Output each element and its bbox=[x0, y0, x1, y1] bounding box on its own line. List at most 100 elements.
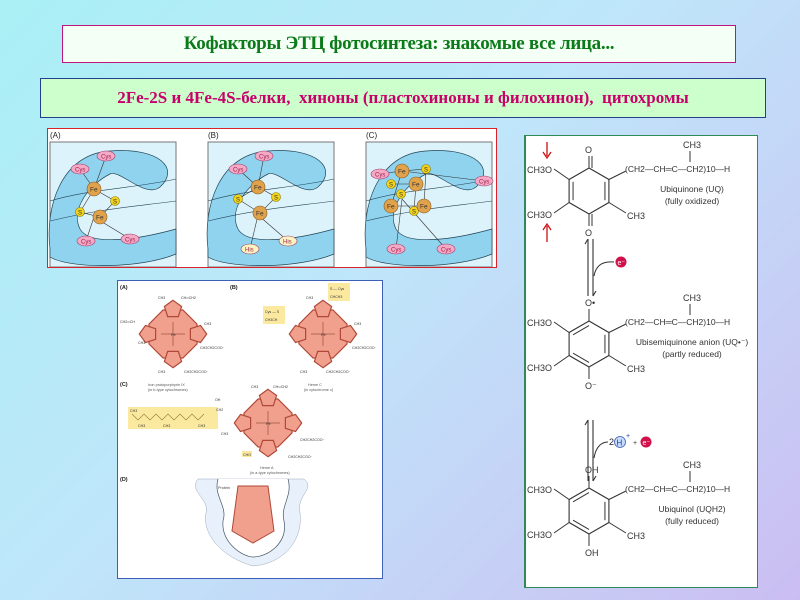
substituent-bond bbox=[553, 321, 627, 367]
equilibrium-arrow-up bbox=[584, 419, 589, 481]
ligand-label: Cys bbox=[375, 173, 385, 179]
substituent-label: CH3 bbox=[130, 409, 137, 413]
pyrrole-ring bbox=[233, 413, 252, 433]
substituent-label: CH2CH2COO⁻ bbox=[326, 370, 351, 374]
proton-coefficient: 2 bbox=[609, 437, 614, 447]
benzene-ring bbox=[568, 167, 610, 215]
pyrrole-ring bbox=[163, 350, 183, 369]
substituent-label: CH3 bbox=[300, 370, 307, 374]
methyl-label: CH3 bbox=[683, 460, 701, 470]
oxygen-label: OH bbox=[585, 465, 599, 475]
sulfur-label: S bbox=[399, 193, 403, 199]
methyl-label: CH3 bbox=[683, 140, 701, 150]
substituent-label: CH2CH2COO⁻ bbox=[352, 346, 377, 350]
substituent-label: CH3 bbox=[163, 424, 170, 428]
iron-label: Fe bbox=[254, 185, 262, 192]
iron-atom bbox=[86, 181, 102, 197]
porphyrin-ring: Fe bbox=[233, 388, 303, 458]
substituent-label: CH2CH2COO⁻ bbox=[300, 438, 325, 442]
methoxy-label: CH3O bbox=[527, 318, 552, 328]
sulfur-atom bbox=[409, 206, 419, 216]
double-bond bbox=[572, 519, 590, 530]
substituent-label: CH2═CH bbox=[120, 320, 135, 324]
cysteine-ligand bbox=[254, 150, 274, 162]
iron-label: Fe bbox=[387, 204, 395, 211]
caption: Heme C bbox=[308, 383, 322, 387]
panel-label: (C) bbox=[366, 131, 377, 140]
pyrrole-ring bbox=[258, 439, 278, 458]
iron-label: Fe bbox=[90, 187, 98, 194]
substituent-label: CH3 bbox=[158, 296, 165, 300]
panel-label: (B) bbox=[208, 131, 219, 140]
iron-atom bbox=[408, 176, 424, 192]
isoprenoid-chain bbox=[131, 413, 205, 421]
caption: (in cytochrome c) bbox=[304, 388, 334, 392]
iron-label: Fe bbox=[171, 332, 176, 337]
ligand-label: Cys bbox=[479, 180, 489, 186]
substituent-bond bbox=[553, 488, 627, 534]
methyl-label: CH3 bbox=[627, 364, 645, 374]
histidine-ligand bbox=[278, 235, 298, 247]
highlight-box bbox=[242, 451, 252, 457]
substituent-label: Cys — S bbox=[265, 310, 280, 314]
caption: (in a-type cytochromes) bbox=[250, 471, 290, 475]
sulfur-atom bbox=[421, 164, 431, 174]
substituent-label: CH3 bbox=[138, 341, 145, 345]
porphyrin-ring: Fe bbox=[138, 299, 208, 369]
ligand-label: Cys bbox=[101, 155, 111, 161]
oxygen-label: O bbox=[585, 145, 592, 155]
pyrrole-ring bbox=[163, 299, 183, 318]
methoxy-label: CH3O bbox=[527, 485, 552, 495]
histidine-ligand bbox=[240, 243, 260, 255]
iron-atom bbox=[92, 209, 108, 225]
porphyrin-ring: Fe bbox=[288, 299, 358, 369]
ligand-label: Cys bbox=[441, 248, 451, 254]
compound-state: (fully reduced) bbox=[665, 516, 719, 526]
compound-state: (partly reduced) bbox=[662, 349, 722, 359]
down-arrow-icon bbox=[542, 142, 552, 160]
cysteine-ligand bbox=[474, 175, 494, 187]
sulfur-atom bbox=[271, 192, 281, 202]
electron-icon bbox=[640, 436, 652, 448]
methyl-label: CH3 bbox=[683, 293, 701, 303]
reactant-arrow bbox=[593, 441, 609, 459]
cysteine-ligand bbox=[76, 235, 96, 247]
caption: Iron protoporphyrin IX bbox=[148, 383, 185, 387]
sulfur-label: S bbox=[424, 168, 428, 174]
oxygen-label: O⁻ bbox=[585, 381, 597, 391]
substituent-label: S — Cys bbox=[330, 287, 344, 291]
iron-label: Fe bbox=[321, 332, 326, 337]
substituent-label: CH═CH2 bbox=[181, 296, 196, 300]
cysteine-ligand bbox=[120, 233, 140, 245]
sulfur-label: S bbox=[236, 198, 240, 204]
iron-label: Fe bbox=[96, 215, 104, 222]
oxygen-label: O• bbox=[585, 298, 595, 308]
slide-subtitle-box: 2Fe-2S и 4Fe-4S-белки, хиноны (пластохин… bbox=[40, 78, 766, 118]
methoxy-label: CH3O bbox=[527, 363, 552, 373]
substituent-label: CH3 bbox=[198, 424, 205, 428]
iron-atom bbox=[252, 205, 268, 221]
sulfur-atom bbox=[233, 194, 243, 204]
iron-label: Fe bbox=[412, 182, 420, 189]
ligand-label: His bbox=[245, 248, 254, 254]
double-bond bbox=[572, 352, 590, 363]
compound-name: Ubiquinone (UQ) bbox=[660, 184, 724, 194]
highlight-box bbox=[128, 407, 218, 429]
nitrogen-iron-bond bbox=[256, 411, 280, 435]
methyl-label: CH3 bbox=[627, 531, 645, 541]
pyrrole-ring bbox=[189, 324, 208, 344]
iron-atom bbox=[416, 198, 432, 214]
cysteine-ligand bbox=[70, 163, 90, 175]
substituent-label: CHCH3 bbox=[330, 295, 342, 299]
double-bond bbox=[572, 492, 590, 503]
isoprenoid-chain-label: (CH2—CH═C—CH2)10—H bbox=[625, 484, 730, 494]
substituent-label: CH2CH2COO⁻ bbox=[288, 455, 313, 459]
highlight-box bbox=[263, 306, 285, 324]
nitrogen-iron-bond bbox=[311, 322, 335, 346]
proton-charge: + bbox=[626, 433, 630, 440]
